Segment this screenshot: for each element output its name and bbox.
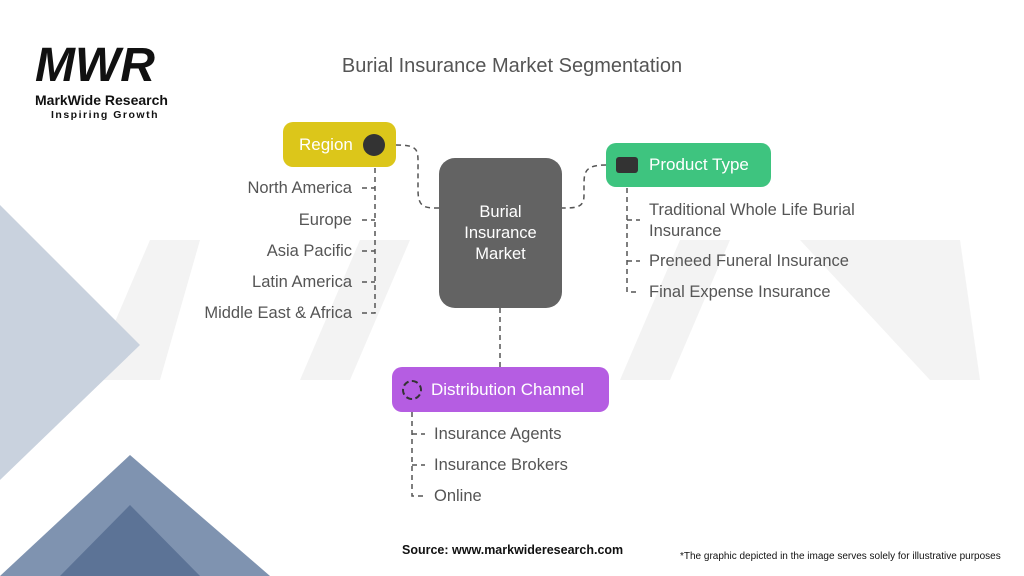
- source-text: Source: www.markwideresearch.com: [402, 543, 624, 557]
- list-item: Final Expense Insurance: [649, 283, 831, 301]
- logo: MWR MarkWide Research Inspiring Growth: [35, 39, 168, 122]
- page-title: Burial Insurance Market Segmentation: [341, 55, 683, 77]
- list-item: Asia Pacific: [266, 242, 352, 260]
- list-item: Latin America: [252, 273, 352, 291]
- disclaimer-text: *The graphic depicted in the image serve…: [680, 551, 1001, 562]
- list-item: Insurance Brokers: [434, 456, 568, 474]
- list-item: Insurance Agents: [434, 425, 562, 443]
- mobile-cycle-icon: [402, 379, 422, 400]
- list-item: Online: [434, 487, 482, 505]
- segment-region: Region: [283, 122, 396, 167]
- segment-distribution-channel: Distribution Channel: [392, 367, 609, 412]
- center-node: Burial Insurance Market: [439, 158, 562, 308]
- list-item: Middle East & Africa: [204, 304, 352, 322]
- card-shield-icon: [616, 157, 638, 173]
- list-item: Preneed Funeral Insurance: [649, 252, 849, 270]
- segment-product-type: Product Type: [606, 143, 771, 187]
- list-item: Europe: [298, 211, 352, 229]
- globe-icon: [362, 133, 385, 156]
- list-item: Traditional Whole Life Burial Insurance: [649, 201, 855, 240]
- list-item: North America: [247, 179, 352, 197]
